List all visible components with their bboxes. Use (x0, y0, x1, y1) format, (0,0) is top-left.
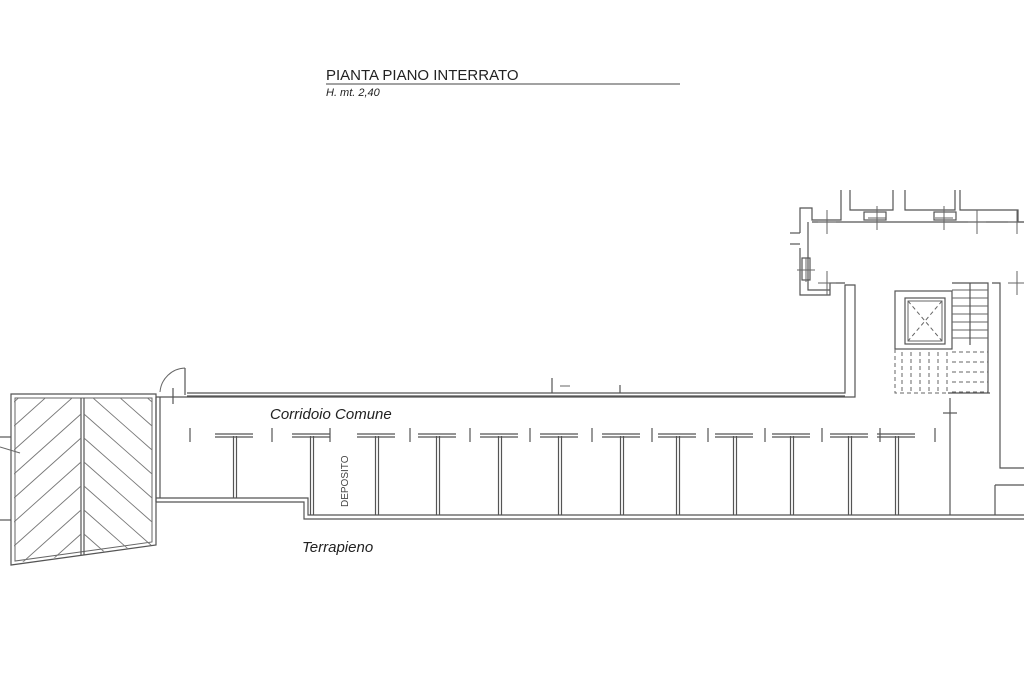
corridor-walls (155, 284, 1024, 520)
height-note: H. mt. 2,40 (326, 87, 381, 99)
corridor-label: Corridoio Comune (270, 406, 392, 423)
storage-label: DEPOSITO (340, 455, 351, 507)
plan-title: PIANTA PIANO INTERRATO (326, 67, 519, 84)
embankment-label: Terrapieno (302, 539, 373, 556)
hatched-block (0, 393, 157, 566)
upper-building-outline (790, 190, 1024, 296)
storage-cell-partitions (189, 428, 936, 515)
stair-elevator-core (894, 282, 1024, 515)
entrance-door (159, 367, 186, 404)
